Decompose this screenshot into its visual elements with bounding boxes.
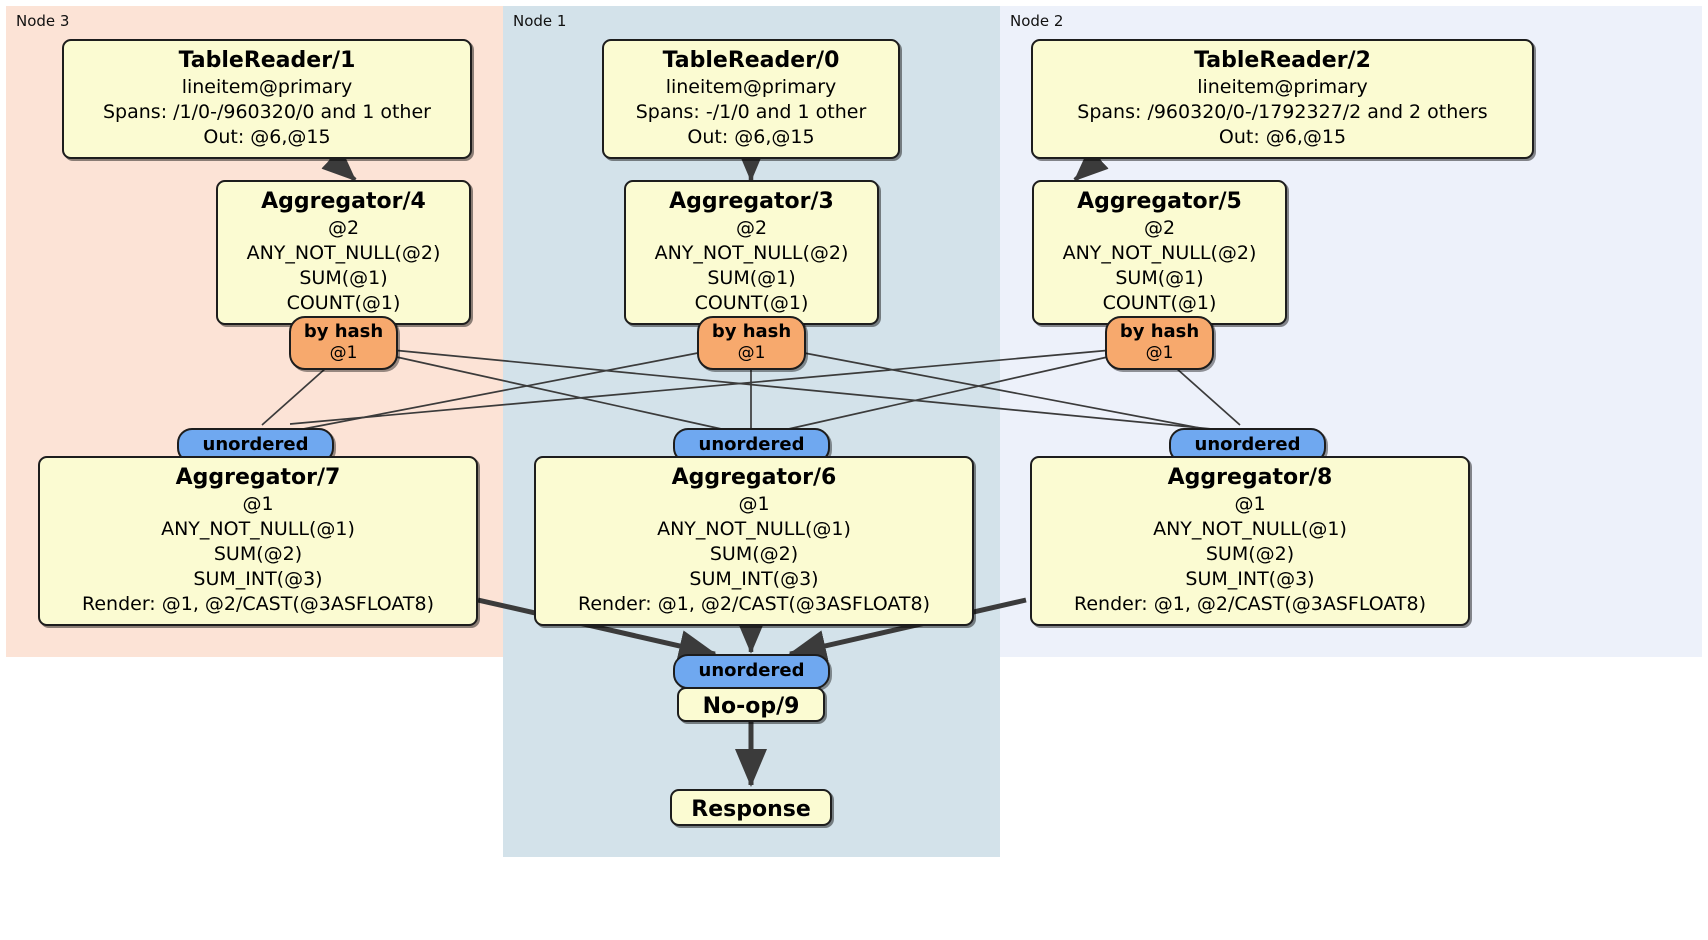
processor-line: ANY_NOT_NULL(@1) xyxy=(657,518,851,540)
processor-title: TableReader/2 xyxy=(1194,48,1371,73)
processor-title: Aggregator/7 xyxy=(175,465,341,490)
region-label-node-1: Node 1 xyxy=(513,12,567,30)
router-kind-label: by hash xyxy=(1119,321,1200,342)
region-label-node-2: Node 2 xyxy=(1010,12,1064,30)
processor-line: Spans: /960320/0-/1792327/2 and 2 others xyxy=(1077,101,1488,123)
processor-aggregator-5[interactable]: Aggregator/5 @2 ANY_NOT_NULL(@2) SUM(@1)… xyxy=(1032,180,1287,325)
processor-aggregator-6[interactable]: Aggregator/6 @1 ANY_NOT_NULL(@1) SUM(@2)… xyxy=(534,456,974,626)
processor-line: Spans: /1/0-/960320/0 and 1 other xyxy=(103,101,431,123)
router-kind-label: by hash xyxy=(711,321,792,342)
processor-title: TableReader/1 xyxy=(178,48,356,73)
processor-line: Out: @6,@15 xyxy=(1218,126,1347,148)
synchronizer-unordered-final[interactable]: unordered xyxy=(673,654,830,689)
processor-line: SUM_INT(@3) xyxy=(1185,568,1315,590)
processor-title: No-op/9 xyxy=(702,694,800,719)
processor-line: ANY_NOT_NULL(@1) xyxy=(1153,518,1347,540)
router-column-label: @1 xyxy=(329,343,358,363)
processor-line: Render: @1, @2/CAST(@3ASFLOAT8) xyxy=(1074,593,1426,615)
processor-title: Aggregator/3 xyxy=(669,189,834,214)
processor-no-op-9[interactable]: No-op/9 xyxy=(677,687,825,722)
processor-line: SUM(@1) xyxy=(1115,267,1204,289)
processor-line: SUM_INT(@3) xyxy=(689,568,819,590)
router-by-hash-left[interactable]: by hash @1 xyxy=(289,316,398,370)
processor-line: ANY_NOT_NULL(@2) xyxy=(246,242,441,264)
processor-line: ANY_NOT_NULL(@1) xyxy=(161,518,355,540)
processor-line: @2 xyxy=(735,217,768,239)
synchronizer-label: unordered xyxy=(698,434,805,455)
processor-aggregator-7[interactable]: Aggregator/7 @1 ANY_NOT_NULL(@1) SUM(@2)… xyxy=(38,456,478,626)
processor-line: @1 xyxy=(738,493,770,515)
processor-line: COUNT(@1) xyxy=(286,292,401,314)
processor-line: Out: @6,@15 xyxy=(203,126,331,148)
region-label-node-3: Node 3 xyxy=(16,12,70,30)
processor-line: ANY_NOT_NULL(@2) xyxy=(654,242,849,264)
processor-line: Render: @1, @2/CAST(@3ASFLOAT8) xyxy=(578,593,930,615)
processor-line: @1 xyxy=(1234,493,1266,515)
processor-title: TableReader/0 xyxy=(662,48,840,73)
processor-title: Aggregator/4 xyxy=(261,189,426,214)
processor-table-reader-0[interactable]: TableReader/0 lineitem@primary Spans: -/… xyxy=(602,39,900,159)
processor-title: Aggregator/8 xyxy=(1167,465,1333,490)
processor-title: Response xyxy=(691,797,811,822)
processor-line: SUM(@2) xyxy=(709,543,799,565)
synchronizer-label: unordered xyxy=(1194,434,1301,455)
processor-table-reader-1[interactable]: TableReader/1 lineitem@primary Spans: /1… xyxy=(62,39,472,159)
processor-line: Render: @1, @2/CAST(@3ASFLOAT8) xyxy=(82,593,434,615)
processor-line: COUNT(@1) xyxy=(1102,292,1217,314)
processor-aggregator-8[interactable]: Aggregator/8 @1 ANY_NOT_NULL(@1) SUM(@2)… xyxy=(1030,456,1470,626)
processor-aggregator-3[interactable]: Aggregator/3 @2 ANY_NOT_NULL(@2) SUM(@1)… xyxy=(624,180,879,325)
processor-line: @2 xyxy=(1143,217,1176,239)
processor-line: Out: @6,@15 xyxy=(687,126,815,148)
processor-line: SUM(@2) xyxy=(1205,543,1295,565)
processor-line: @2 xyxy=(327,217,360,239)
synchronizer-label: unordered xyxy=(202,434,309,455)
processor-response[interactable]: Response xyxy=(670,789,832,826)
router-column-label: @1 xyxy=(737,343,766,363)
processor-line: SUM_INT(@3) xyxy=(193,568,323,590)
router-by-hash-center[interactable]: by hash @1 xyxy=(697,316,806,370)
processor-line: @1 xyxy=(242,493,274,515)
processor-table-reader-2[interactable]: TableReader/2 lineitem@primary Spans: /9… xyxy=(1031,39,1534,159)
processor-line: COUNT(@1) xyxy=(694,292,809,314)
synchronizer-label: unordered xyxy=(698,660,805,681)
processor-line: SUM(@1) xyxy=(299,267,388,289)
processor-aggregator-4[interactable]: Aggregator/4 @2 ANY_NOT_NULL(@2) SUM(@1)… xyxy=(216,180,471,325)
processor-title: Aggregator/6 xyxy=(671,465,837,490)
processor-line: lineitem@primary xyxy=(1197,76,1368,98)
router-by-hash-right[interactable]: by hash @1 xyxy=(1105,316,1214,370)
processor-line: lineitem@primary xyxy=(665,76,837,98)
processor-line: SUM(@1) xyxy=(707,267,796,289)
processor-line: lineitem@primary xyxy=(181,76,353,98)
processor-title: Aggregator/5 xyxy=(1077,189,1242,214)
processor-line: SUM(@2) xyxy=(213,543,303,565)
router-column-label: @1 xyxy=(1145,343,1174,363)
router-kind-label: by hash xyxy=(303,321,384,342)
processor-line: ANY_NOT_NULL(@2) xyxy=(1062,242,1257,264)
processor-line: Spans: -/1/0 and 1 other xyxy=(635,101,867,123)
